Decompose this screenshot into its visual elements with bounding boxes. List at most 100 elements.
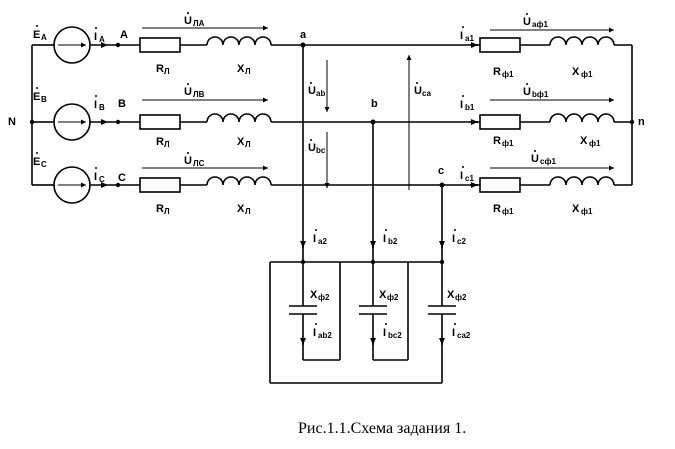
svg-text:bc2: bc2: [388, 331, 402, 340]
svg-text:X: X: [572, 66, 580, 78]
label-EA: E A: [33, 25, 47, 42]
label-Xf1-c: X ф1: [572, 203, 593, 216]
svg-text:X: X: [379, 289, 387, 301]
svg-text:R: R: [493, 135, 501, 147]
svg-text:b2: b2: [388, 237, 398, 246]
svg-text:I: I: [94, 171, 97, 183]
svg-text:X: X: [237, 203, 245, 215]
svg-text:C: C: [99, 175, 105, 184]
svg-text:ЛА: ЛА: [193, 19, 205, 28]
svg-text:E: E: [33, 156, 40, 168]
source-EC: [46, 166, 108, 204]
label-Ic2: I c2: [452, 229, 466, 246]
label-ULB: U ЛВ: [184, 83, 205, 99]
load2-delta: [269, 45, 456, 384]
svg-text:X: X: [572, 203, 580, 215]
label-R-A: R Л: [156, 63, 170, 76]
svg-text:c1: c1: [465, 174, 474, 183]
svg-text:Л: Л: [164, 140, 170, 149]
svg-text:E: E: [33, 91, 40, 103]
label-Ucf1: U cф1: [531, 150, 556, 166]
svg-text:I: I: [383, 327, 386, 339]
label-ULC: U ЛС: [184, 152, 205, 168]
label-IA: I A: [94, 27, 105, 44]
svg-text:U: U: [414, 85, 422, 97]
label-Xf2-ca: X ф2: [447, 289, 467, 302]
svg-text:U: U: [523, 16, 531, 28]
svg-text:X: X: [237, 136, 245, 148]
svg-text:I: I: [94, 99, 97, 111]
svg-text:ф2: ф2: [387, 293, 399, 302]
svg-text:I: I: [460, 99, 463, 111]
svg-text:Л: Л: [245, 67, 251, 76]
load1-phase-a: [470, 27, 632, 53]
svg-text:ф1: ф1: [581, 207, 593, 216]
svg-text:ф1: ф1: [589, 139, 601, 148]
svg-text:a1: a1: [465, 34, 474, 43]
svg-text:Л: Л: [164, 67, 170, 76]
label-Xf1-a: X ф1: [572, 66, 593, 79]
line-C: [108, 165, 480, 193]
svg-text:U: U: [308, 142, 316, 154]
svg-text:E: E: [33, 29, 40, 41]
node-B-label: B: [118, 98, 126, 110]
label-Xf1-b: X ф1: [580, 135, 601, 148]
node-a-label: a: [300, 29, 307, 41]
neutral-bus-left: [29, 44, 46, 186]
svg-text:ф1: ф1: [502, 139, 514, 148]
svg-text:I: I: [452, 327, 455, 339]
node-C-label: C: [118, 172, 126, 184]
svg-text:X: X: [310, 289, 318, 301]
svg-text:U: U: [184, 15, 192, 27]
label-Ia2: I a2: [313, 229, 327, 246]
svg-text:A: A: [41, 33, 47, 42]
svg-text:U: U: [308, 85, 316, 97]
label-ULA: U ЛА: [184, 12, 205, 28]
node-A-label: A: [120, 29, 128, 41]
svg-text:R: R: [156, 203, 164, 215]
svg-text:X: X: [580, 135, 588, 147]
svg-text:c2: c2: [457, 237, 466, 246]
svg-text:U: U: [184, 155, 192, 167]
neutral-bus-right: [629, 45, 635, 185]
svg-text:I: I: [452, 233, 455, 245]
svg-text:bф1: bф1: [532, 90, 549, 99]
label-Rf1-a: R ф1: [493, 66, 514, 79]
label-Ubf1: U bф1: [523, 83, 549, 99]
source-EB: [46, 103, 108, 141]
svg-text:X: X: [237, 63, 245, 75]
node-c-label: c: [438, 165, 444, 177]
svg-text:ca2: ca2: [457, 331, 471, 340]
figure-caption: Рис.1.1.Схема задания 1.: [298, 420, 467, 437]
label-IB: I B: [94, 95, 105, 112]
label-EB: E B: [33, 87, 47, 104]
svg-text:R: R: [493, 66, 501, 78]
svg-text:X: X: [447, 289, 455, 301]
load1-phase-b: [470, 97, 632, 130]
svg-text:ab2: ab2: [318, 331, 332, 340]
svg-text:I: I: [313, 233, 316, 245]
label-Ibc2: I bc2: [383, 323, 402, 340]
svg-text:I: I: [94, 31, 97, 43]
svg-text:Л: Л: [245, 140, 251, 149]
svg-text:B: B: [99, 103, 105, 112]
label-X-C: X Л: [237, 203, 251, 216]
svg-text:ЛС: ЛС: [193, 159, 205, 168]
label-Xf2-ab: X ф2: [310, 289, 330, 302]
node-n-label: n: [638, 116, 645, 128]
source-EA: [46, 26, 108, 64]
svg-text:ф2: ф2: [318, 293, 330, 302]
label-X-B: X Л: [237, 136, 251, 149]
svg-text:U: U: [184, 86, 192, 98]
svg-text:I: I: [383, 233, 386, 245]
svg-text:I: I: [460, 30, 463, 42]
svg-text:B: B: [41, 95, 47, 104]
node-N-label: N: [8, 116, 16, 128]
svg-text:R: R: [156, 136, 164, 148]
svg-text:A: A: [99, 35, 105, 44]
label-Iab2: I ab2: [313, 323, 332, 340]
svg-text:ab: ab: [316, 89, 325, 98]
svg-text:C: C: [41, 160, 47, 169]
line-B: [108, 97, 480, 130]
